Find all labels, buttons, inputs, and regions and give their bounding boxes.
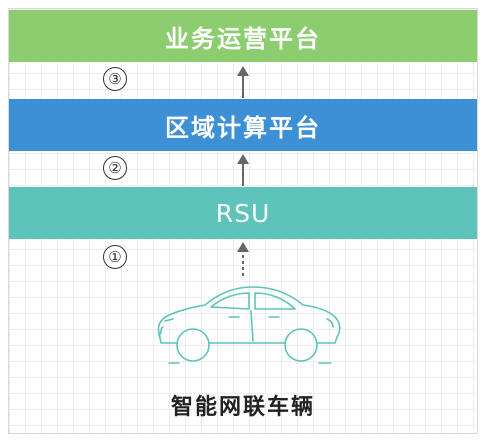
rsu-layer: RSU xyxy=(9,187,477,239)
step-2-badge: ② xyxy=(103,156,127,180)
regional-computing-label: 区域计算平台 xyxy=(165,113,321,142)
rsu-label: RSU xyxy=(215,198,271,228)
business-platform-layer: 业务运营平台 xyxy=(9,10,477,62)
diagram-frame: 业务运营平台 ③ 区域计算平台 ② RSU ① xyxy=(8,8,478,434)
step-1-badge: ① xyxy=(103,245,127,269)
regional-computing-layer: 区域计算平台 xyxy=(9,99,477,151)
car-icon xyxy=(157,286,341,364)
step-2-label: ② xyxy=(108,159,122,177)
arrow-up-icon xyxy=(237,154,249,186)
dashed-arrow-up-icon xyxy=(237,242,249,276)
arrow-up-icon xyxy=(237,66,249,98)
vehicle-caption: 智能网联车辆 xyxy=(170,395,315,420)
step-1-label: ① xyxy=(108,248,122,266)
step-3-badge: ③ xyxy=(103,67,127,91)
business-platform-label: 业务运营平台 xyxy=(165,24,321,53)
step-3-label: ③ xyxy=(108,70,122,88)
